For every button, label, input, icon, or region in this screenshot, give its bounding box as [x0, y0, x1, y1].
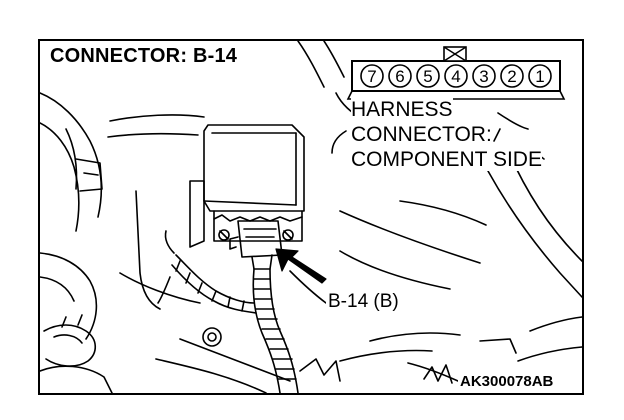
connector-pin-number: 3: [479, 67, 488, 86]
callout-leader-line: [331, 130, 347, 154]
connector-pin-7: [360, 64, 384, 88]
connector-pin-number: 1: [535, 67, 544, 86]
figure-code: AK300078AB: [458, 373, 556, 390]
figure-code-leader-line: [407, 362, 459, 382]
left-bracket-drawing: [75, 158, 103, 192]
harness-connector-drawing: [229, 220, 283, 270]
callout-connector-line: CONNECTOR:: [351, 123, 492, 146]
callout-harness-line: HARNESS: [351, 98, 453, 121]
connector-pin-number: 7: [367, 67, 376, 86]
connector-pin-5: [416, 64, 440, 88]
page-title: CONNECTOR: B-14: [50, 44, 242, 68]
connector-pin-2: [500, 64, 524, 88]
connector-pin-number: 2: [507, 67, 516, 86]
connector-pin-1: [528, 64, 552, 88]
connector-pin-6: [388, 64, 412, 88]
hose-clamp-drawing: [40, 314, 113, 393]
connector-key-cross: [443, 46, 467, 62]
connector-pin-3: [472, 64, 496, 88]
pointer-arrow: [275, 248, 327, 284]
face-leader-line: [497, 112, 529, 130]
right-frame-drawing: [297, 41, 582, 384]
left-hose-drawing: [40, 92, 103, 340]
connector-pin-number: 6: [395, 67, 404, 86]
body-panel-drawing: [107, 114, 291, 393]
connector-pin-4: [444, 64, 468, 88]
connector-pin-number: 4: [451, 67, 460, 86]
connector-pin-number: 5: [423, 67, 432, 86]
connector-face-base: [346, 90, 566, 100]
id-label-leader-line: [289, 270, 327, 304]
wiring-harness-drawing: [157, 230, 299, 393]
callout-component-side-line: COMPONENT SIDE: [351, 148, 542, 171]
connector-id-label: B-14 (B): [326, 291, 401, 313]
component-module-drawing: [189, 124, 305, 248]
